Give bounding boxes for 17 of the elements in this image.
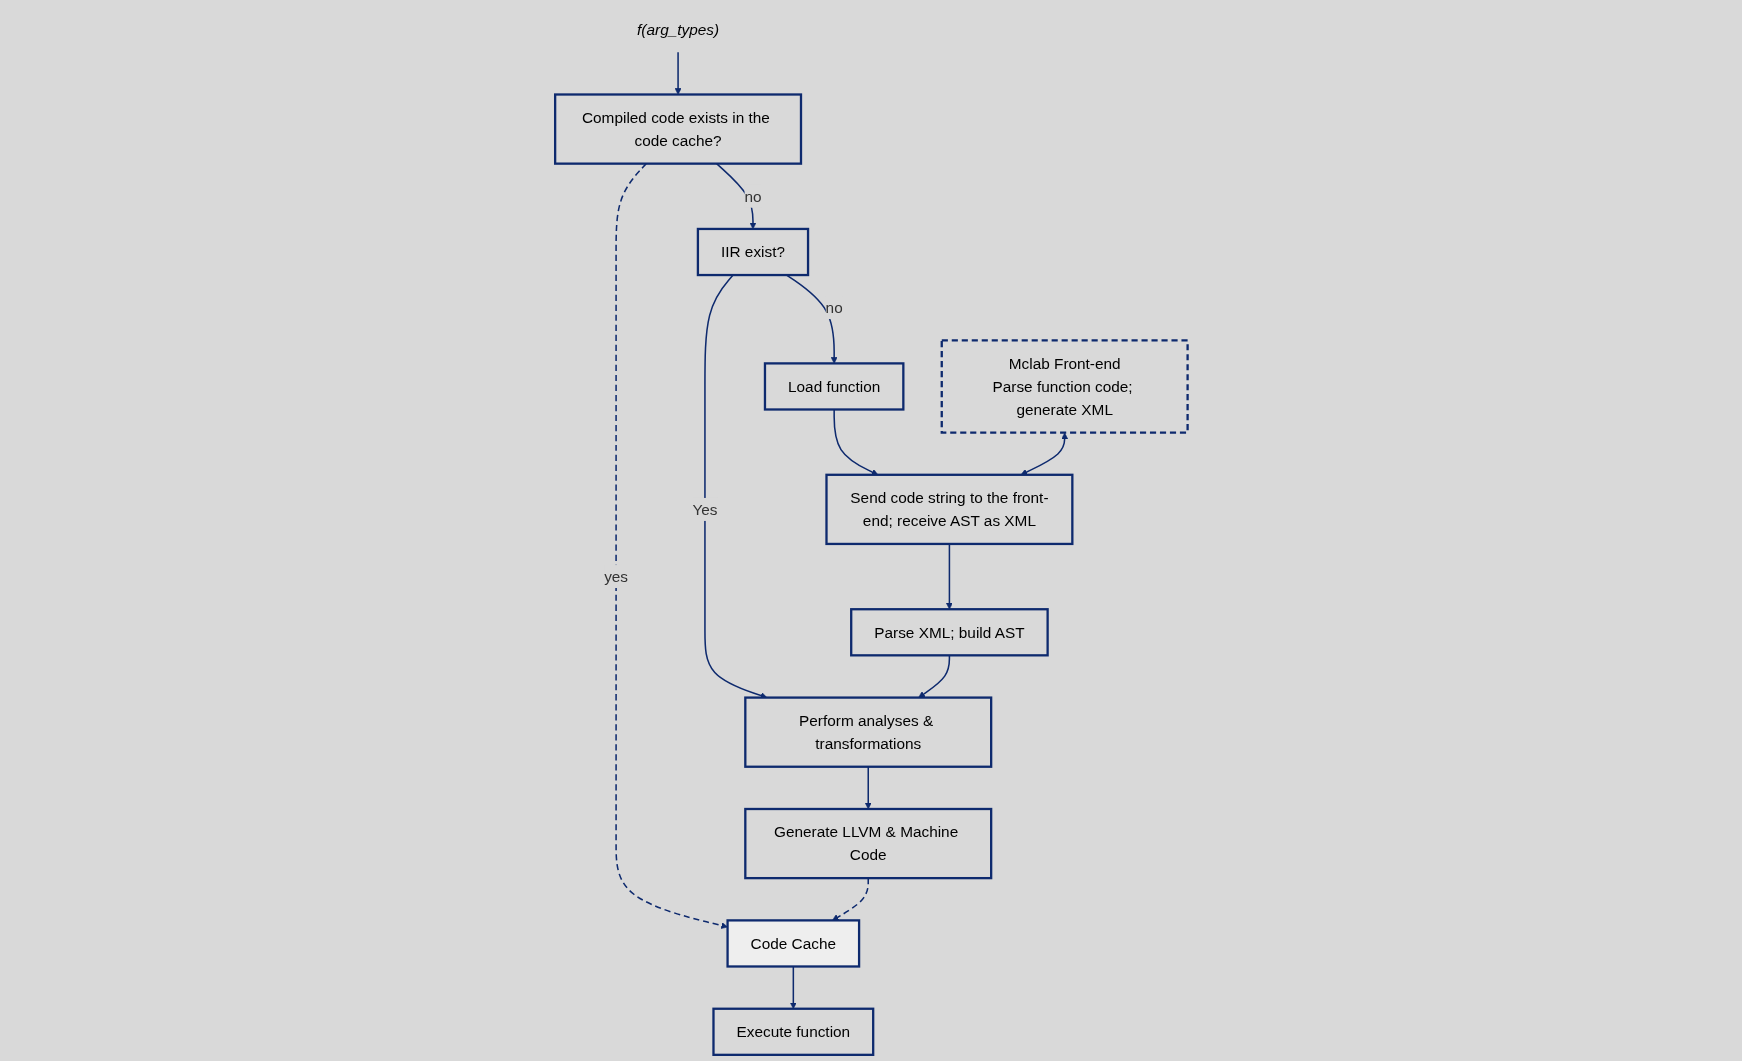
- node-box: Perform analyses & transformations: [743, 696, 992, 768]
- edge-label: no: [744, 187, 762, 205]
- node-text: f(arg_types): [636, 20, 719, 38]
- node-box: Mclab Front-end Parse function code; generate XML: [940, 339, 1189, 434]
- node-box: Compiled code exists in the code cache?: [553, 93, 802, 165]
- node-box: Generate LLVM & Machine Code: [743, 807, 992, 880]
- node-box: Execute function: [711, 1007, 874, 1056]
- node-box: Parse XML; build AST: [849, 608, 1049, 657]
- edge-label: yes: [603, 568, 628, 586]
- node-box: Load function: [763, 362, 905, 411]
- arrow: [674, 51, 682, 95]
- node-box: IIR exist?: [696, 227, 809, 277]
- node-box: Code Cache: [726, 919, 860, 968]
- arrow: [945, 543, 953, 610]
- edge-label: Yes: [692, 500, 718, 518]
- edge-label: no: [825, 299, 843, 317]
- node-box: Send code string to the front-end; receive AST as XML: [824, 473, 1074, 546]
